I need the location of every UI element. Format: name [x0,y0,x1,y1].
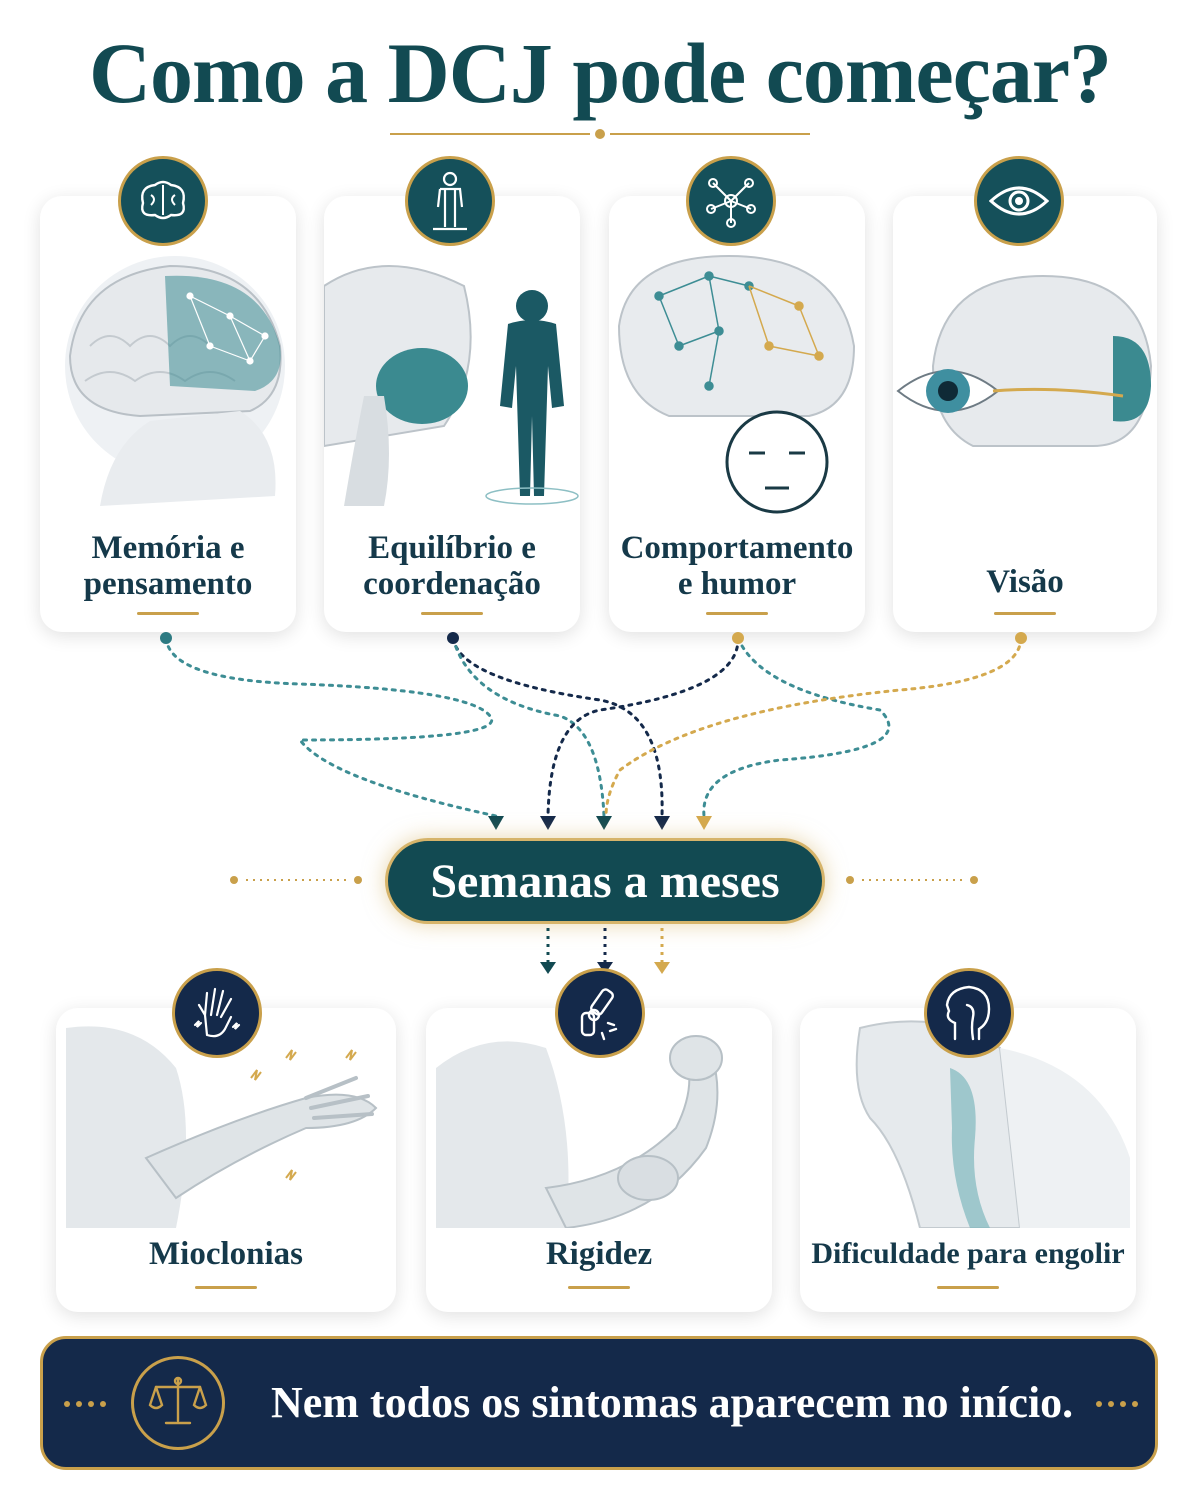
throat-profile-icon [924,968,1014,1058]
decorative-dots-right [846,876,978,884]
trembling-hand-icon [172,968,262,1058]
eye-brain-illustration [896,274,1153,447]
brain-head-illustration [65,256,285,506]
flow-connectors [160,632,1027,830]
symptom-label: Mioclonias [149,1236,303,1272]
standing-person-icon [405,156,495,246]
brain-icon [118,156,208,246]
footer-banner: Nem todos os sintomas aparecem no início… [40,1336,1158,1470]
scales-icon [131,1356,225,1450]
downward-arrows [540,928,670,974]
arm-tremor-illustration [66,1026,378,1228]
label-underline [706,612,768,615]
stiff-joint-icon [555,968,645,1058]
symptom-card-behavior: Comportamento e humor [609,196,865,632]
label-underline [994,612,1056,615]
decorative-dots-left [64,1401,106,1407]
symptom-label: Memória e pensamento [83,530,253,602]
timeline-pill: Semanas a meses [385,838,825,924]
symptom-label: Visão [986,564,1064,600]
decorative-dots-right [1096,1401,1138,1407]
brain-network-illustration [617,254,856,514]
label-underline [137,612,199,615]
footer-message: Nem todos os sintomas aparecem no início… [271,1378,1074,1427]
throat-illustration [855,1020,1130,1228]
symptom-label: Comportamento e humor [620,530,854,602]
symptom-label: Equilíbrio e coordenação [363,530,541,602]
label-underline [937,1286,999,1289]
symptom-card-rigidity: Rigidez [426,1008,772,1312]
title-divider [390,129,810,139]
cerebellum-body-illustration [324,265,579,506]
symptom-card-myoclonus: Mioclonias [56,1008,396,1312]
page-title: Como a DCJ pode começar? [88,25,1112,121]
label-underline [421,612,483,615]
decorative-dots-left [230,876,362,884]
symptom-card-memory: Memória e pensamento [40,196,296,632]
symptom-label: Rigidez [545,1236,653,1272]
symptom-card-balance: Equilíbrio e coordenação [324,196,580,632]
symptom-card-vision: Visão [893,196,1157,632]
stiff-arm-illustration [436,1035,723,1228]
symptom-label: Dificuldade para engolir [811,1237,1125,1270]
label-underline [568,1286,630,1289]
label-underline [195,1286,257,1289]
symptom-card-swallowing: Dificuldade para engolir [800,1008,1136,1312]
eye-icon [974,156,1064,246]
neural-network-icon [686,156,776,246]
